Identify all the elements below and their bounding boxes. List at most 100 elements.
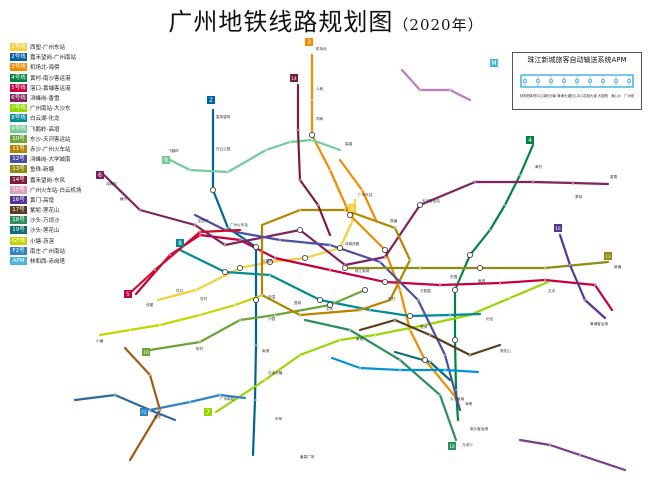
- station-label[interactable]: 沥滘: [268, 294, 276, 299]
- station-dot[interactable]: [358, 366, 362, 370]
- interchange-station[interactable]: [221, 268, 228, 275]
- interchange-station[interactable]: [266, 258, 273, 265]
- station-dot[interactable]: [583, 298, 587, 302]
- station-dot[interactable]: [388, 298, 392, 302]
- station-label[interactable]: 紫坭: [356, 336, 364, 341]
- metro-line-3[interactable]: [310, 53, 460, 402]
- metro-line-9[interactable]: [168, 138, 342, 174]
- station-label[interactable]: 机场北: [316, 46, 327, 51]
- station-dot[interactable]: [418, 88, 422, 92]
- station-dot[interactable]: [498, 281, 502, 285]
- metro-line-GF[interactable]: [98, 294, 262, 337]
- station-label[interactable]: 南浦: [262, 348, 270, 353]
- station-dot[interactable]: [398, 358, 402, 362]
- interchange-station[interactable]: [466, 251, 473, 258]
- station-label[interactable]: 公园前: [262, 258, 273, 263]
- station-dot[interactable]: [543, 278, 547, 282]
- station-dot[interactable]: [298, 208, 302, 212]
- station-dot[interactable]: [578, 453, 582, 457]
- station-label[interactable]: 文冲: [548, 288, 556, 293]
- station-dot[interactable]: [468, 353, 472, 357]
- station-label[interactable]: 客村: [388, 296, 396, 301]
- station-dot[interactable]: [393, 226, 397, 230]
- station-label[interactable]: 广州火车站: [230, 222, 248, 227]
- interchange-station[interactable]: [209, 186, 216, 193]
- station-label[interactable]: 西塱: [146, 302, 154, 307]
- station-label[interactable]: 番禺广场: [300, 454, 315, 459]
- station-dot[interactable]: [194, 288, 198, 292]
- station-dot[interactable]: [218, 393, 222, 397]
- station-label[interactable]: 琶洲: [420, 324, 428, 329]
- station-dot[interactable]: [316, 203, 320, 207]
- metro-line-10[interactable]: [148, 288, 367, 352]
- station-dot[interactable]: [310, 138, 314, 142]
- station-label[interactable]: 万顷沙: [462, 442, 473, 447]
- station-dot[interactable]: [198, 313, 202, 317]
- station-dot[interactable]: [268, 273, 272, 277]
- station-dot[interactable]: [298, 178, 302, 182]
- station-label[interactable]: 沙园: [268, 316, 276, 321]
- station-dot[interactable]: [148, 373, 152, 377]
- station-label[interactable]: 化龙: [486, 316, 494, 321]
- station-dot[interactable]: [448, 88, 452, 92]
- station-dot[interactable]: [423, 323, 427, 327]
- station-dot[interactable]: [378, 260, 382, 264]
- station-label[interactable]: 南庄: [154, 414, 162, 419]
- station-dot[interactable]: [226, 226, 230, 230]
- station-label[interactable]: 黄埔客运港: [590, 321, 608, 326]
- station-label[interactable]: 新塘: [614, 264, 622, 269]
- interchange-station[interactable]: [301, 254, 308, 261]
- interchange-station[interactable]: [406, 312, 413, 319]
- station-dot[interactable]: [328, 268, 332, 272]
- metro-line-sw[interactable]: [73, 393, 177, 422]
- station-dot[interactable]: [158, 323, 162, 327]
- station-dot[interactable]: [416, 298, 420, 302]
- station-dot[interactable]: [223, 243, 227, 247]
- station-label[interactable]: 高增: [345, 141, 353, 146]
- station-label[interactable]: 天河客运站: [422, 198, 440, 203]
- station-dot[interactable]: [428, 360, 432, 364]
- station-dot[interactable]: [383, 255, 387, 259]
- station-dot[interactable]: [273, 256, 277, 260]
- metro-line-south[interactable]: [518, 438, 627, 472]
- station-dot[interactable]: [273, 313, 277, 317]
- station-label[interactable]: 同和: [316, 116, 324, 121]
- station-dot[interactable]: [128, 328, 132, 332]
- station-dot[interactable]: [113, 393, 117, 397]
- station-dot[interactable]: [310, 98, 314, 102]
- station-dot[interactable]: [153, 268, 157, 272]
- station-label[interactable]: 广州南站: [220, 396, 235, 401]
- station-dot[interactable]: [358, 308, 362, 312]
- metro-line-7[interactable]: [214, 280, 550, 414]
- interchange-station[interactable]: [252, 243, 259, 250]
- interchange-station[interactable]: [421, 356, 428, 363]
- metro-line-2[interactable]: [211, 108, 258, 457]
- station-label[interactable]: 小塘: [96, 338, 104, 343]
- station-label[interactable]: 市桥: [275, 416, 283, 421]
- station-dot[interactable]: [438, 283, 442, 287]
- interchange-station[interactable]: [381, 246, 388, 253]
- metro-line-22[interactable]: [128, 228, 242, 295]
- station-label[interactable]: 人和: [316, 86, 324, 91]
- station-dot[interactable]: [328, 168, 332, 172]
- interchange-station[interactable]: [326, 301, 333, 308]
- metro-line-north[interactable]: [400, 68, 472, 102]
- station-dot[interactable]: [398, 368, 402, 372]
- station-label[interactable]: 横沙: [120, 196, 128, 201]
- metro-line-8[interactable]: [178, 248, 482, 318]
- station-dot[interactable]: [531, 180, 535, 184]
- station-label[interactable]: 珠江新城: [355, 268, 370, 273]
- station-label[interactable]: 白云公园: [216, 146, 231, 151]
- station-dot[interactable]: [428, 333, 432, 337]
- station-dot[interactable]: [328, 243, 332, 247]
- metro-line-5[interactable]: [134, 233, 614, 312]
- station-dot[interactable]: [298, 313, 302, 317]
- interchange-station[interactable]: [361, 286, 368, 293]
- station-dot[interactable]: [408, 258, 412, 262]
- interchange-station[interactable]: [381, 278, 388, 285]
- interchange-station[interactable]: [308, 131, 315, 138]
- interchange-station[interactable]: [236, 264, 243, 271]
- station-label[interactable]: 汉溪长隆: [268, 370, 283, 375]
- station-dot[interactable]: [138, 208, 142, 212]
